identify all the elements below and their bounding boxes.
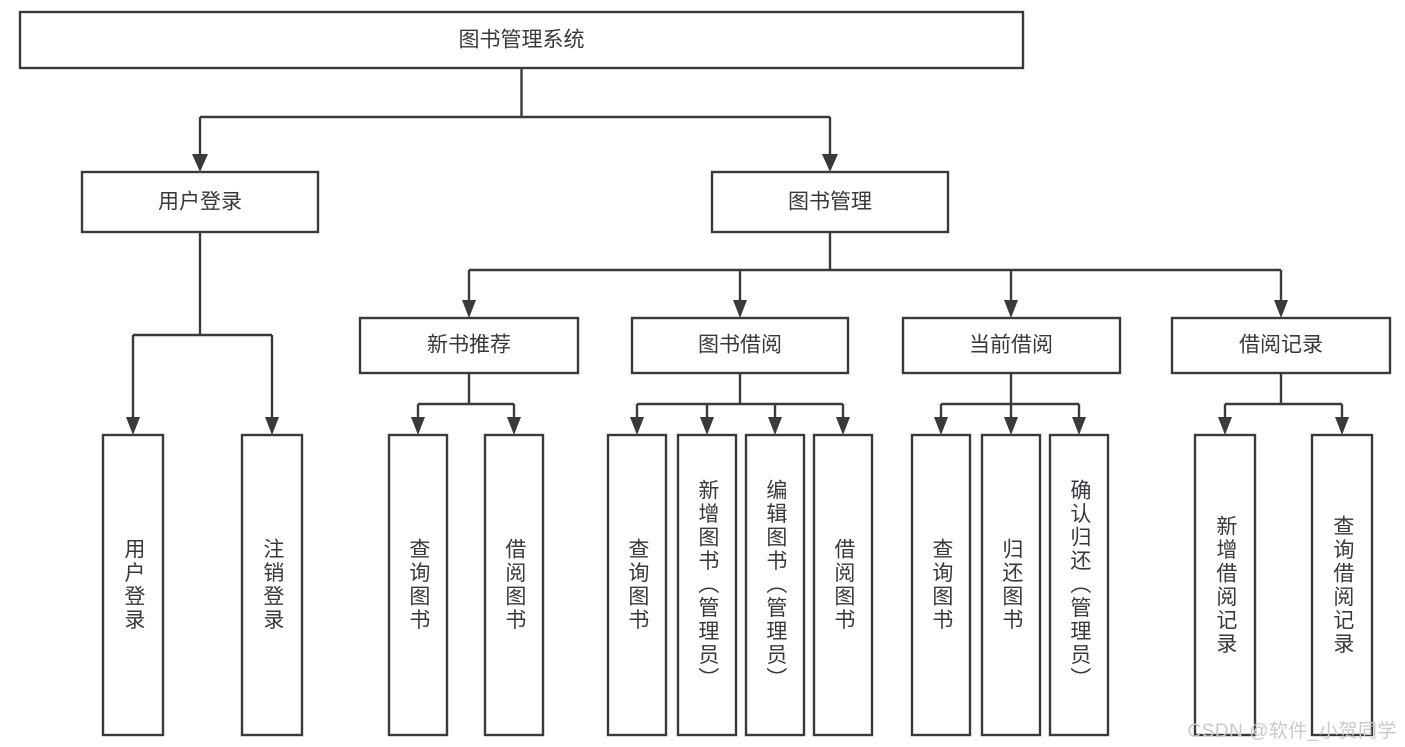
node-book-management[interactable]: [710, 170, 950, 234]
arrow-to-leaf-2: [411, 417, 425, 435]
arrow-to-leaf-12: [1335, 417, 1349, 435]
node-leaf-return-book[interactable]: [980, 433, 1042, 737]
arrow-to-leaf-8: [934, 417, 948, 435]
node-leaf-logout[interactable]: [240, 433, 304, 737]
node-leaf-query-borrow-record[interactable]: [1310, 433, 1374, 737]
label-root: 图书管理系统: [459, 29, 585, 52]
node-labels-horizontal: 图书管理系统 用户登录 图书管理 新书推荐 图书借阅 当前借阅 借阅记录: [158, 29, 1323, 357]
node-leaf-user-login[interactable]: [101, 433, 165, 737]
node-leaf-borrow-book-1[interactable]: [483, 433, 545, 737]
node-leaf-query-book-2[interactable]: [606, 433, 668, 737]
arrow-to-leaf-6: [768, 417, 782, 435]
node-book-borrow[interactable]: [630, 316, 850, 375]
arrow-to-leaf-5: [700, 417, 714, 435]
label-borrow-record: 借阅记录: [1239, 334, 1323, 357]
arrow-to-leaf-4: [630, 417, 644, 435]
node-new-book-recommend[interactable]: [358, 316, 580, 375]
node-user-login[interactable]: [80, 170, 320, 234]
node-leaf-query-book-3[interactable]: [910, 433, 972, 737]
arrow-to-new-book-rec: [462, 300, 476, 318]
arrow-to-leaf-7: [836, 417, 850, 435]
node-leaf-confirm-return-admin[interactable]: [1048, 433, 1110, 737]
arrow-to-leaf-0: [126, 417, 140, 435]
node-root[interactable]: [18, 10, 1025, 70]
connectors: [126, 68, 1349, 435]
arrow-root-to-user-login: [192, 154, 208, 172]
node-leaf-add-borrow-record[interactable]: [1193, 433, 1257, 737]
arrow-to-borrow-record: [1274, 300, 1288, 318]
node-boxes: [18, 10, 1392, 737]
label-current-borrow: 当前借阅: [969, 334, 1053, 357]
arrow-to-book-borrow: [733, 300, 747, 318]
label-book-borrow: 图书借阅: [698, 334, 782, 357]
node-borrow-record[interactable]: [1170, 316, 1392, 375]
label-new-book-recommend: 新书推荐: [427, 334, 511, 357]
node-leaf-edit-book-admin[interactable]: [744, 433, 806, 737]
arrow-to-current-borrow: [1004, 300, 1018, 318]
arrow-to-leaf-9: [1004, 417, 1018, 435]
arrow-to-leaf-3: [507, 417, 521, 435]
label-user-login: 用户登录: [158, 191, 242, 214]
node-leaf-add-book-admin[interactable]: [676, 433, 738, 737]
arrow-to-leaf-10: [1072, 417, 1086, 435]
label-book-management: 图书管理: [788, 191, 872, 214]
watermark: CSDN @软件_小贺同学: [1187, 721, 1397, 742]
arrow-to-leaf-1: [265, 417, 279, 435]
arrow-to-leaf-11: [1218, 417, 1232, 435]
arrow-root-to-book-mgmt: [822, 154, 838, 172]
node-leaf-query-book-1[interactable]: [387, 433, 449, 737]
node-leaf-borrow-book-2[interactable]: [812, 433, 874, 737]
node-current-borrow[interactable]: [901, 316, 1122, 375]
